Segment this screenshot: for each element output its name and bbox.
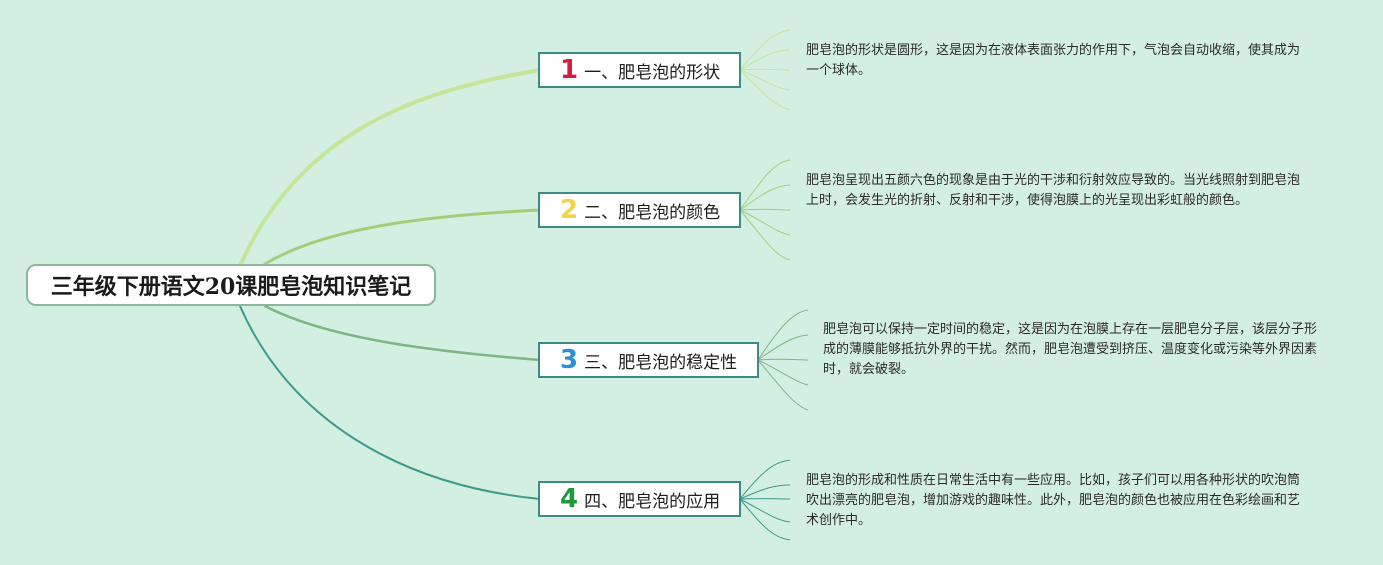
connector-root-branch-1 xyxy=(238,68,542,268)
fan-lines-branch-3 xyxy=(757,309,809,411)
branch-3-stability[interactable]: 3 三、肥皂泡的稳定性 xyxy=(538,342,759,378)
connector-root-branch-4 xyxy=(239,305,541,500)
branch-4-label: 四、肥皂泡的应用 xyxy=(584,491,721,512)
branch-3-label: 三、肥皂泡的稳定性 xyxy=(584,352,738,373)
branch-2-note: 肥皂泡呈现出五颜六色的现象是由于光的干涉和衍射效应导致的。当光线照射到肥皂泡上时… xyxy=(806,173,1301,208)
branch-4-application[interactable]: 4 四、肥皂泡的应用 xyxy=(538,481,741,517)
number-3-badge: 3 xyxy=(560,345,579,375)
connector-root-branch-3 xyxy=(263,304,542,362)
fan-lines-branch-2 xyxy=(739,159,791,261)
branch-1-note: 肥皂泡的形状是圆形，这是因为在液体表面张力的作用下，气泡会自动收缩，使其成为一个… xyxy=(806,43,1301,78)
connector-root-branch-2 xyxy=(263,208,542,266)
number-1-badge: 1 xyxy=(560,55,579,85)
branch-4-note: 肥皂泡的形成和性质在日常生活中有一些应用。比如，孩子们可以用各种形状的吹泡筒吹出… xyxy=(806,473,1301,528)
number-2-badge: 2 xyxy=(560,195,579,225)
branch-2-label: 二、肥皂泡的颜色 xyxy=(584,202,721,223)
branch-1-shape[interactable]: 1 一、肥皂泡的形状 xyxy=(538,52,741,88)
fan-lines-branch-1 xyxy=(739,29,791,111)
root-topic[interactable]: 三年级下册语文20课肥皂泡知识笔记 xyxy=(26,264,436,306)
branch-2-color[interactable]: 2 二、肥皂泡的颜色 xyxy=(538,192,741,228)
fan-lines-branch-4 xyxy=(739,459,791,541)
branch-1-label: 一、肥皂泡的形状 xyxy=(584,62,721,83)
number-4-badge: 4 xyxy=(560,484,579,514)
branch-3-note: 肥皂泡可以保持一定时间的稳定，这是因为在泡膜上存在一层肥皂分子层，该层分子形成的… xyxy=(823,322,1318,377)
